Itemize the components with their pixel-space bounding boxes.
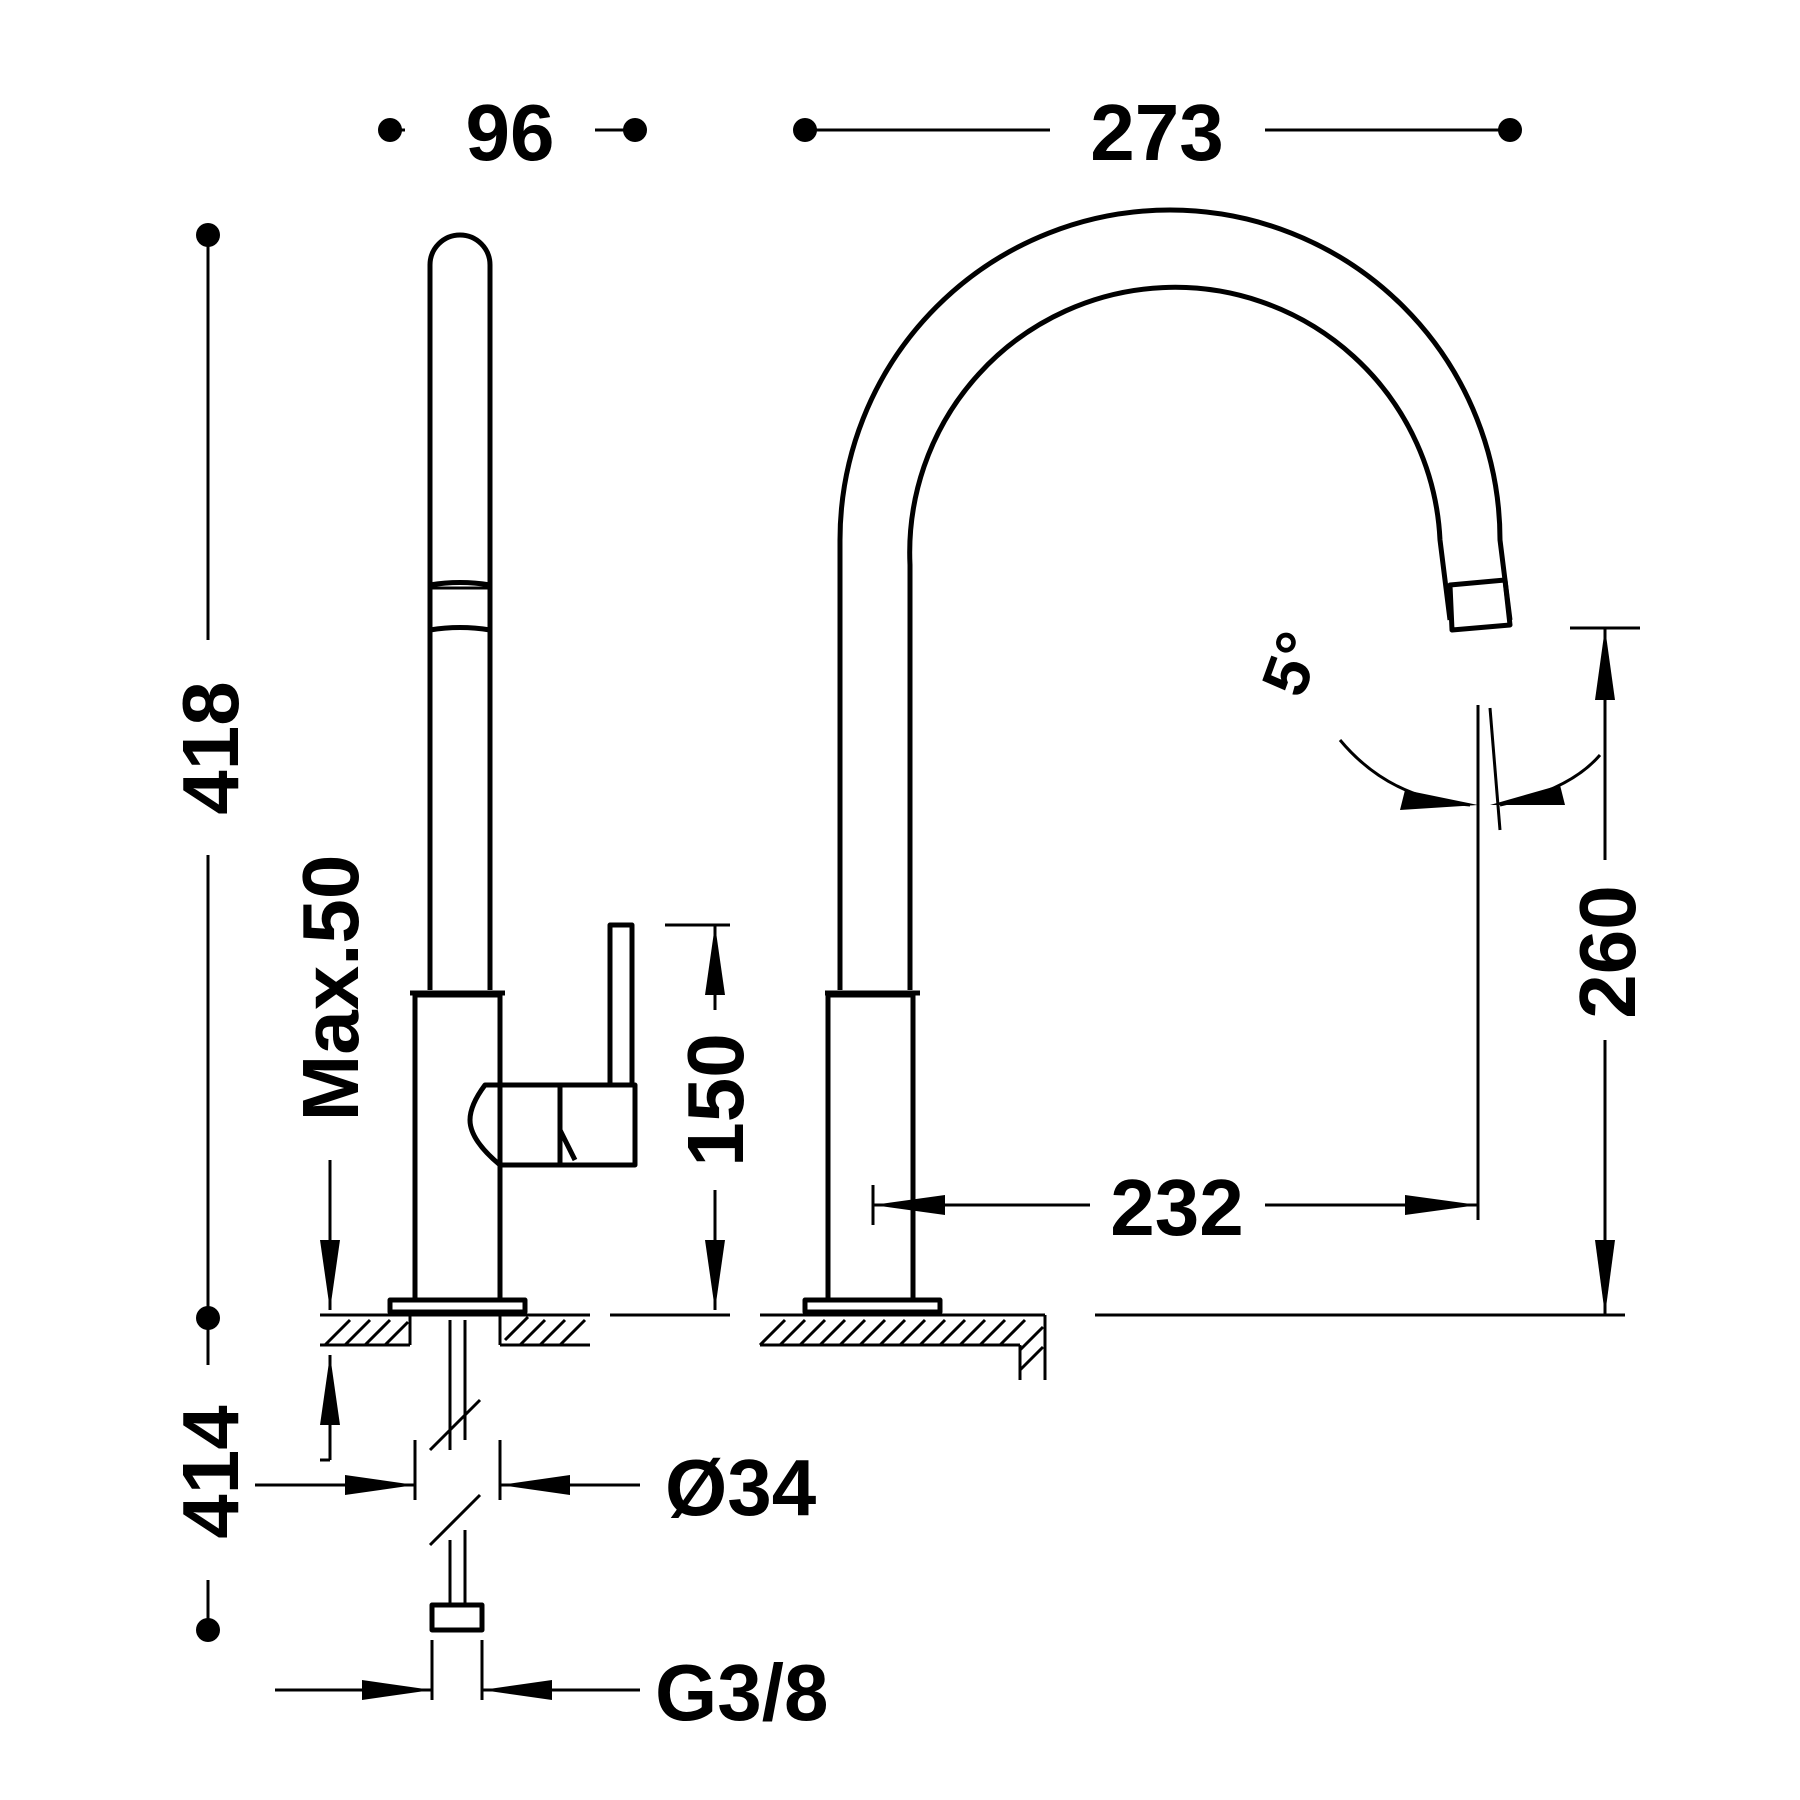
- faucet-front-view: [802, 207, 1513, 1315]
- counter-thickness-label: Max.50: [286, 855, 375, 1122]
- dimension-total-height: 418: [166, 223, 255, 1330]
- spout-reach-label: 232: [1110, 1163, 1243, 1252]
- total-height-label: 418: [166, 681, 255, 814]
- spout-height-label: 260: [1563, 885, 1652, 1018]
- spout-angle-label: 5°: [1247, 623, 1336, 705]
- handle-width-label: 96: [466, 88, 555, 177]
- spout-reach-total-label: 273: [1090, 88, 1223, 177]
- supply-hose: [428, 1320, 485, 1633]
- hole-diameter-label: Ø34: [665, 1443, 817, 1532]
- dimension-handle-width: 96: [378, 88, 647, 177]
- connection-thread-label: G3/8: [655, 1648, 828, 1737]
- dimension-spout-angle: 5°: [1247, 623, 1602, 1220]
- dimension-spout-reach-total: 273: [793, 88, 1522, 177]
- dimension-handle-height: 150: [665, 923, 760, 1310]
- dimension-spout-height: 260: [1563, 626, 1652, 1315]
- dimension-counter-thickness: Max.50: [286, 855, 375, 1462]
- handle-height-label: 150: [671, 1033, 760, 1166]
- dimension-connection-thread: G3/8: [275, 1640, 828, 1737]
- dimension-spout-reach: 232: [871, 1163, 1478, 1252]
- faucet-side-view: [387, 232, 638, 1315]
- below-counter-label: 414: [166, 1405, 255, 1539]
- dimension-below-counter: 414: [166, 1318, 255, 1642]
- countertop-left: [320, 1313, 730, 1347]
- countertop-right: [758, 1313, 1625, 1380]
- dimension-hole-diameter: Ø34: [255, 1440, 817, 1532]
